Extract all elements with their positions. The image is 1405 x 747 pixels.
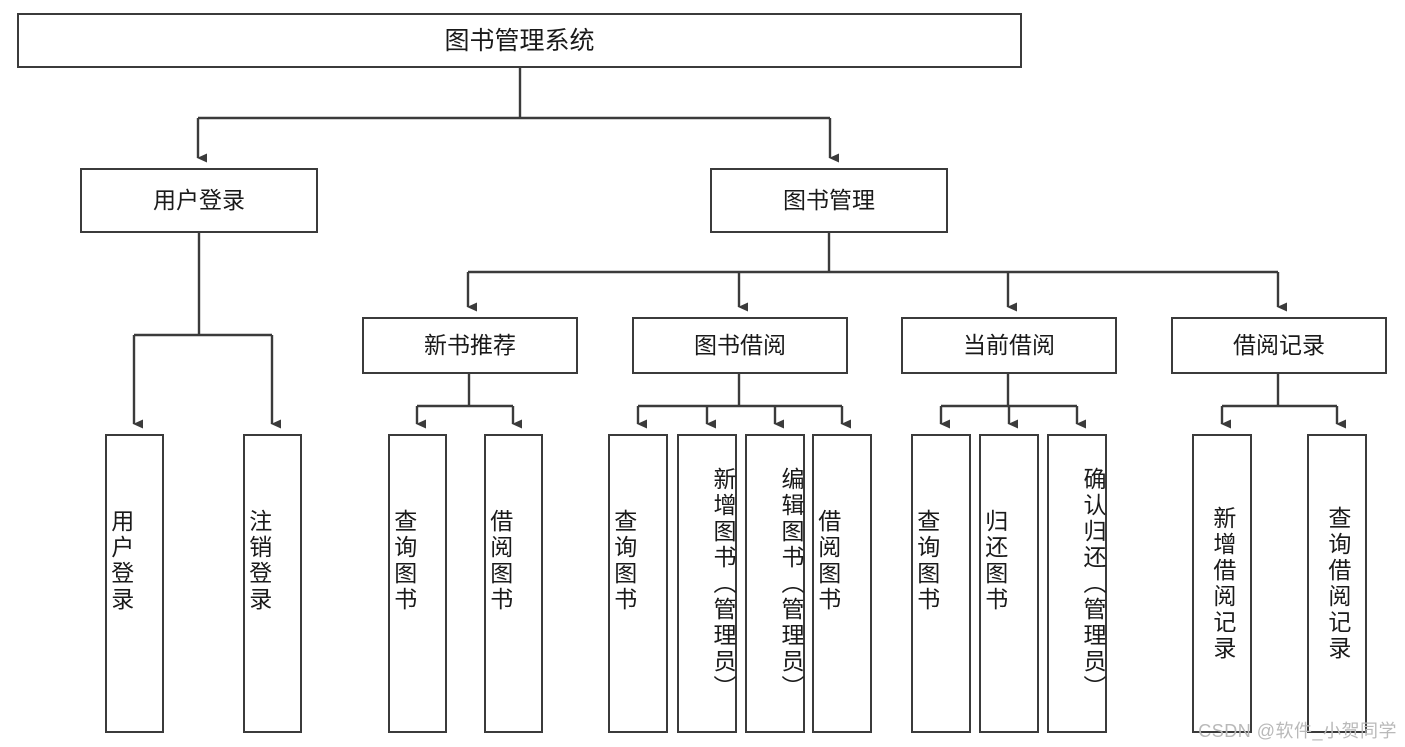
- node-label: 图书管理系统: [444, 26, 595, 55]
- csdn-watermark: CSDN @软件_小贺同学: [1198, 721, 1397, 741]
- node-current-borrow[interactable]: 当前借阅: [901, 317, 1117, 374]
- node-label: 借阅记录: [1233, 331, 1325, 358]
- node-label: 用户登录: [153, 186, 245, 213]
- node-user-login[interactable]: 用户登录: [80, 168, 318, 233]
- node-root-book-management-system[interactable]: 图书管理系统: [17, 13, 1022, 68]
- leaf-br-add-record[interactable]: 新增借阅记录: [1192, 434, 1252, 733]
- node-book-borrow[interactable]: 图书借阅: [632, 317, 848, 374]
- node-label: 新增图书（管理员）: [710, 466, 736, 701]
- node-borrow-record[interactable]: 借阅记录: [1171, 317, 1387, 374]
- leaf-nb-query-book[interactable]: 查询图书: [388, 434, 447, 733]
- node-label: 用户登录: [107, 508, 134, 613]
- leaf-cb-confirm-return-admin[interactable]: 确认归还（管理员）: [1047, 434, 1107, 733]
- leaf-nb-borrow-book[interactable]: 借阅图书: [484, 434, 543, 733]
- leaf-bb-borrow-book[interactable]: 借阅图书: [812, 434, 872, 733]
- leaf-bb-query-book[interactable]: 查询图书: [608, 434, 668, 733]
- leaf-bb-edit-book-admin[interactable]: 编辑图书（管理员）: [745, 434, 805, 733]
- node-new-book-recommend[interactable]: 新书推荐: [362, 317, 578, 374]
- node-label: 归还图书: [981, 508, 1008, 613]
- node-book-management[interactable]: 图书管理: [710, 168, 948, 233]
- leaf-bb-add-book-admin[interactable]: 新增图书（管理员）: [677, 434, 737, 733]
- leaf-user-login[interactable]: 用户登录: [105, 434, 164, 733]
- leaf-user-logout[interactable]: 注销登录: [243, 434, 302, 733]
- node-label: 确认归还（管理员）: [1080, 466, 1106, 701]
- node-label: 编辑图书（管理员）: [778, 466, 804, 701]
- node-label: 新增借阅记录: [1209, 505, 1236, 662]
- node-label: 查询借阅记录: [1324, 505, 1351, 662]
- node-label: 查询图书: [390, 508, 417, 613]
- node-label: 借阅图书: [814, 508, 841, 613]
- leaf-cb-return-book[interactable]: 归还图书: [979, 434, 1039, 733]
- node-label: 当前借阅: [963, 331, 1055, 358]
- leaf-cb-query-book[interactable]: 查询图书: [911, 434, 971, 733]
- node-label: 查询图书: [610, 508, 637, 613]
- node-label: 查询图书: [913, 508, 940, 613]
- node-label: 新书推荐: [424, 331, 516, 358]
- node-label: 借阅图书: [486, 508, 513, 613]
- node-label: 图书借阅: [694, 331, 786, 358]
- leaf-br-query-record[interactable]: 查询借阅记录: [1307, 434, 1367, 733]
- node-label: 图书管理: [783, 186, 875, 213]
- node-label: 注销登录: [245, 508, 272, 613]
